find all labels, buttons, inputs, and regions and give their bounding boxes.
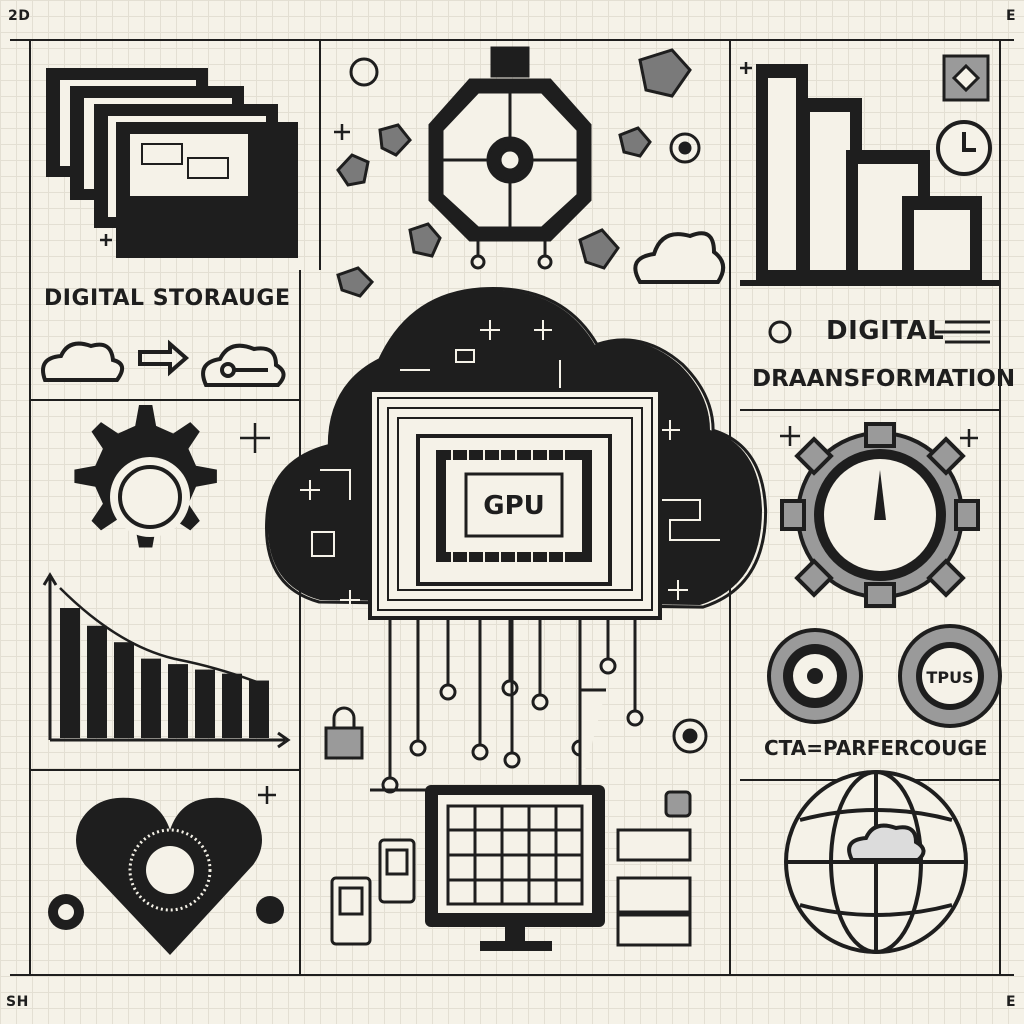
chart-bar <box>168 664 188 738</box>
chart-bar <box>60 608 80 738</box>
chart-bar <box>114 642 134 738</box>
floating-shapes <box>336 48 692 298</box>
server-bars-icon <box>740 64 1000 284</box>
circuit-wires <box>370 620 644 794</box>
small-gear-icons <box>48 894 284 930</box>
lock-icon <box>324 706 364 760</box>
clock-icon <box>936 120 992 176</box>
gauge-gear-icon <box>780 422 980 608</box>
ring-icons <box>349 57 701 164</box>
corner-label-bottom-right: E <box>1006 994 1017 1010</box>
monitor-icon <box>425 785 605 951</box>
cloud-transfer-icons <box>41 339 286 387</box>
transformation-title-line1: DIGITAL <box>826 316 945 346</box>
sparkle-marks <box>100 62 978 804</box>
gear-icon <box>74 405 217 548</box>
globe-icon <box>784 770 968 954</box>
bar-chart <box>42 572 291 749</box>
chart-bar <box>222 673 242 738</box>
phone-icons <box>330 838 416 946</box>
heart-icon <box>76 797 262 955</box>
corner-label-top-right: E <box>1006 8 1017 24</box>
chart-bar <box>87 625 107 738</box>
gear-pair-icons: TPUS <box>767 624 1002 728</box>
circuit-node-icon <box>428 46 592 270</box>
gpu-label: GPU <box>483 491 545 521</box>
cog-small-icon <box>672 718 708 754</box>
transformation-title-line2: DRAANSFORMATION <box>752 366 1016 392</box>
tpus-label: TPUS <box>926 668 973 687</box>
cta-label: CTA=PARFERCOUGE <box>764 736 988 760</box>
storage-title: DIGITAL STORAUGE <box>44 286 291 311</box>
central-cloud: GPU <box>265 286 768 620</box>
server-stack-icon <box>616 790 692 947</box>
small-cloud-icon <box>633 231 726 284</box>
headline-lines <box>768 320 990 344</box>
chart-bar <box>195 669 215 738</box>
chart-bar <box>249 680 269 738</box>
chart-bar <box>141 658 161 738</box>
gpu-chip: GPU <box>368 388 662 620</box>
cube-icon <box>942 54 990 102</box>
corner-label-top-left: 2D <box>8 8 31 24</box>
corner-label-bottom-left: SH <box>6 994 29 1010</box>
storage-windows-icon <box>46 68 298 258</box>
